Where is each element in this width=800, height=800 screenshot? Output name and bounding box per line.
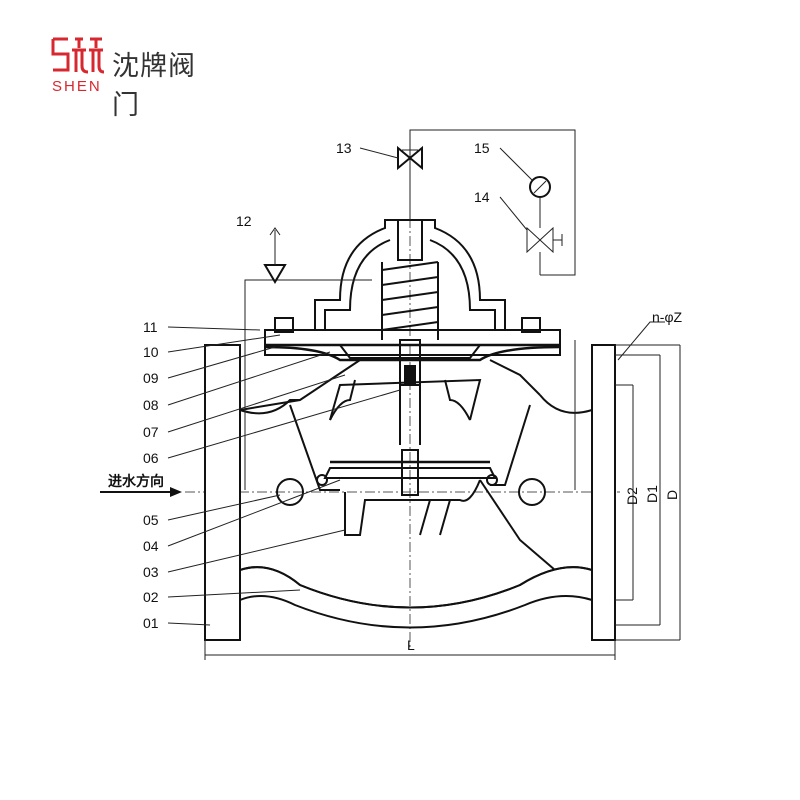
part-label-09: 09 — [143, 370, 159, 386]
part-label-04: 04 — [143, 538, 159, 554]
dimension-d2: D2 — [624, 487, 640, 505]
main-disc — [316, 449, 498, 496]
spring — [381, 261, 439, 386]
dimension-l: L — [407, 637, 415, 653]
leader-lines — [167, 147, 533, 626]
part-label-06: 06 — [143, 450, 159, 466]
control-tubing — [244, 129, 576, 490]
flow-arrow-head-icon — [170, 487, 182, 497]
bonnet — [264, 219, 561, 356]
left-flange — [204, 344, 300, 641]
part-label-05: 05 — [143, 512, 159, 528]
strainer-icon — [263, 264, 287, 284]
dimension-d: D — [664, 490, 680, 500]
dimension-bolt-holes: n-φZ — [652, 309, 683, 325]
dimension-d1: D1 — [644, 485, 660, 503]
part-label-14: 14 — [474, 189, 490, 205]
logo-english: SHEN — [52, 78, 102, 95]
part-label-11: 11 — [143, 319, 158, 335]
diaphragm — [264, 344, 561, 362]
part-label-01: 01 — [143, 615, 159, 631]
part-label-08: 08 — [143, 397, 159, 413]
logo-mark-icon — [51, 37, 105, 74]
part-label-10: 10 — [143, 344, 159, 360]
orifice-right — [518, 478, 546, 506]
brand-logo: SHEN 沈牌阀门 — [50, 36, 220, 121]
part-label-03: 03 — [143, 564, 159, 580]
orifice-left — [276, 478, 304, 506]
part-label-13: 13 — [336, 140, 352, 156]
flow-direction-label: 进水方向 — [108, 473, 164, 489]
ball-valve-icon — [526, 226, 563, 275]
pressure-gauge-icon — [529, 176, 551, 228]
part-label-15: 15 — [474, 140, 490, 156]
dimensions — [204, 321, 681, 660]
part-label-12: 12 — [236, 213, 252, 229]
arrow-icon — [269, 227, 281, 265]
logo-chinese: 沈牌阀门 — [112, 51, 196, 121]
part-label-07: 07 — [143, 424, 159, 440]
part-label-02: 02 — [143, 589, 159, 605]
